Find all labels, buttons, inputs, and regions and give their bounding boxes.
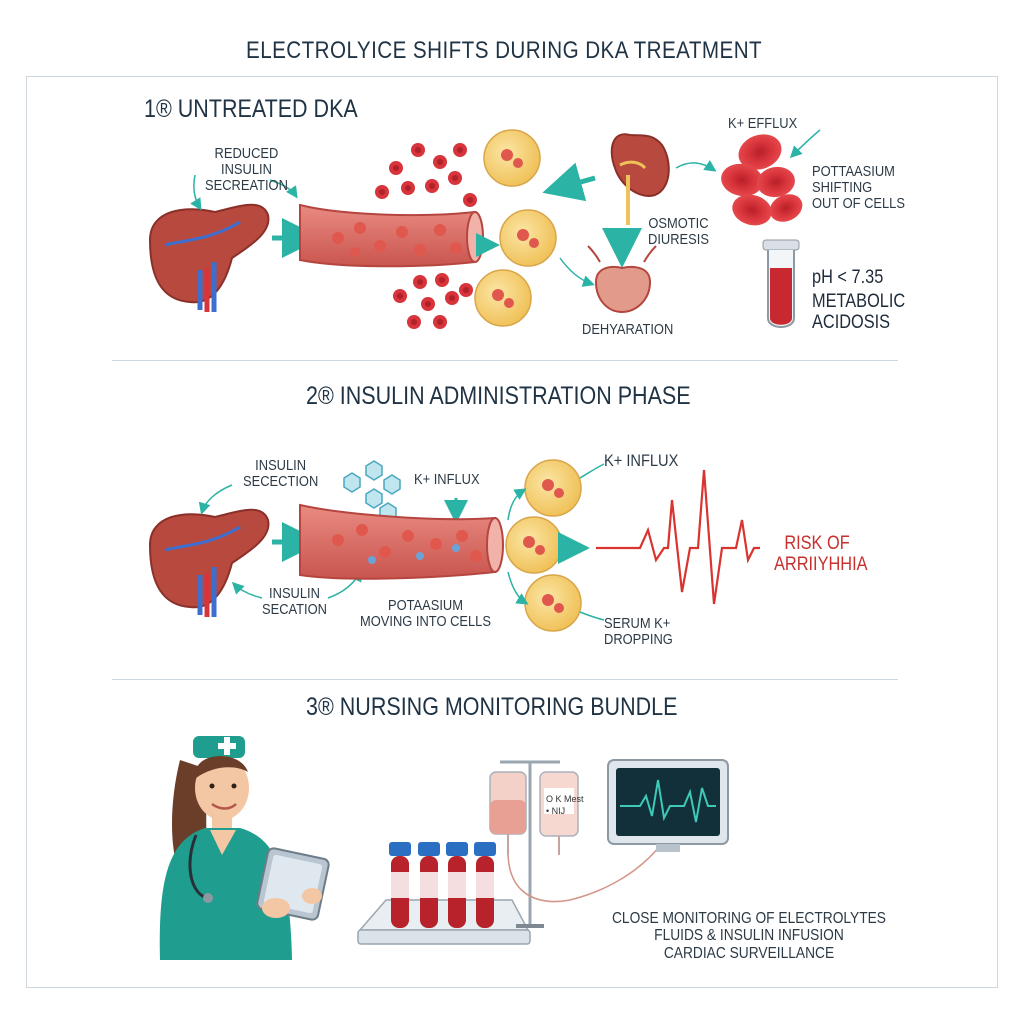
section-divider xyxy=(112,360,898,361)
pancreas-icon xyxy=(148,508,270,617)
page-title: ELECTROLYICE SHIFTS DURING DKA TREATMENT xyxy=(246,37,763,64)
iv-bag-label: O K Mest • NIJ xyxy=(546,794,584,816)
nurse-icon xyxy=(159,736,330,960)
metabolic-acidosis-label: METABOLIC ACIDOSIS xyxy=(812,291,906,333)
serum-k-label: SERUM K+ DROPPING xyxy=(604,615,673,649)
k-efflux-label: K+ EFFLUX xyxy=(728,115,798,132)
section-3-heading: 3® NURSING MONITORING BUNDLE xyxy=(306,693,678,721)
k-influx-right-label: K+ INFLUX xyxy=(604,451,679,470)
test-tube-icon xyxy=(389,842,496,928)
insulin-secation-label: INSULIN SECATION xyxy=(262,585,327,619)
section-divider xyxy=(112,679,898,680)
insulin-secection-label: INSULIN SECECTION xyxy=(243,457,319,491)
cardiac-monitor-icon xyxy=(607,759,729,852)
potassium-moving-label: POTAASIUM MOVING INTO CELLS xyxy=(360,597,491,631)
test-tube-rack-icon xyxy=(357,899,531,945)
test-tube-icon xyxy=(762,239,800,328)
kidney-icon xyxy=(610,133,670,225)
section-2-heading: 2® INSULIN ADMINISTRATION PHASE xyxy=(306,382,691,410)
blood-vessel-icon xyxy=(299,203,484,268)
osmotic-diuresis-label: OSMOTIC DIURESIS xyxy=(648,215,709,249)
potassium-shift-label: POTTAASIUM SHIFTING OUT OF CELLS xyxy=(812,163,905,213)
arrhythmia-risk-label: RISK OF ARRIIYHHIA xyxy=(774,533,868,575)
red-blood-cell-icon xyxy=(721,134,803,226)
monitoring-summary: CLOSE MONITORING OF ELECTROLYTES FLUIDS … xyxy=(612,910,886,962)
iv-bag-icon xyxy=(489,760,661,928)
blood-vessel-icon xyxy=(299,503,504,580)
bladder-icon xyxy=(587,245,657,314)
insulin-molecule-icon xyxy=(343,460,401,523)
k-influx-center-label: K+ INFLUX xyxy=(414,471,480,488)
reduced-insulin-label: REDUCED INSULIN SECREATION xyxy=(205,145,288,195)
dehydration-label: DEHYARATION xyxy=(582,321,674,338)
ph-label: pH < 7.35 xyxy=(812,267,884,288)
section-1-heading: 1® UNTREATED DKA xyxy=(144,95,358,123)
content-frame xyxy=(26,76,998,988)
pancreas-icon xyxy=(148,203,270,312)
ecg-waveform-icon xyxy=(596,469,760,605)
